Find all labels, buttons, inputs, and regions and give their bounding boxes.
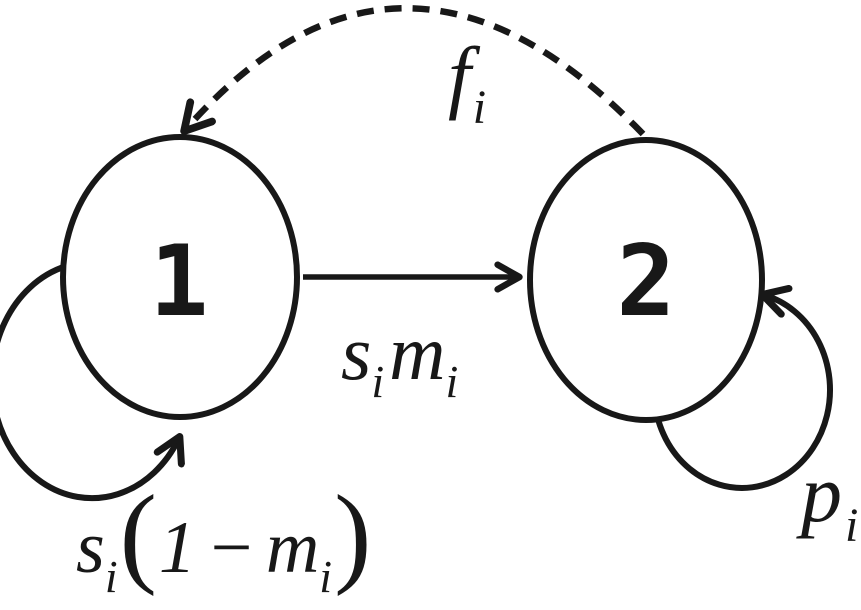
label-s-i-m-i: simi	[341, 309, 458, 407]
state-2-circle	[527, 137, 765, 423]
label-p-i: pi	[796, 448, 858, 552]
self-loop-arrow-state-2	[651, 295, 833, 491]
state-2-label: 2	[616, 225, 675, 339]
state-1-circle	[60, 134, 300, 420]
label-s-i-1-minus-m-i: si(1−mi)	[76, 473, 371, 602]
feedback-dashed-arrow-2-to-1	[186, 5, 646, 137]
label-f-i: fi	[448, 30, 486, 134]
state-1-label: 1	[149, 225, 208, 339]
